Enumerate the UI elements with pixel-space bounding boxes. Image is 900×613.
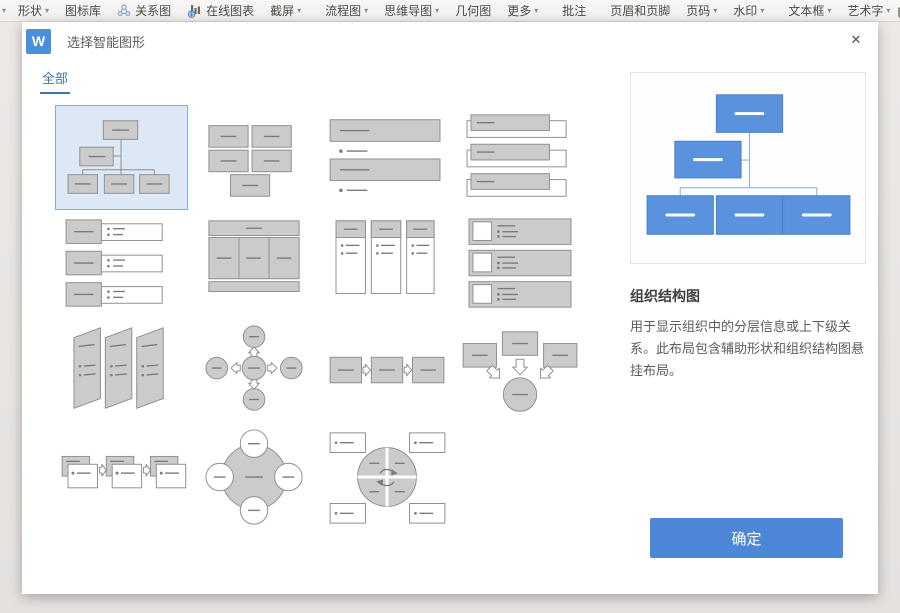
dropdown-caret-icon: ▾	[297, 5, 302, 15]
toolbar-item-screenshot[interactable]: 截屏 ▾	[262, 0, 309, 22]
thumbnail-slanted-panel-list[interactable]	[55, 319, 188, 424]
preview-description: 用于显示组织中的分层信息或上下级关系。此布局包含辅助形状和组织结构图悬挂布局。	[630, 319, 865, 379]
thumbnail-column-list[interactable]	[321, 212, 454, 317]
toolbar-item-watermark[interactable]: 水印 ▾	[725, 0, 772, 22]
dropdown-caret-icon: ▾	[886, 5, 891, 15]
smartart-dialog: W 选择智能图形 ✕ 全部	[22, 22, 878, 594]
thumbnail-basic-process[interactable]	[321, 319, 454, 424]
toolbar-item-geometry[interactable]: 几何图	[447, 0, 499, 22]
pages-icon[interactable]	[898, 4, 900, 18]
toolbar-item-comment[interactable]: 批注	[554, 0, 594, 22]
toolbar-item-label: 关系图	[135, 4, 172, 18]
toolbar-item-label: 文本框	[788, 4, 825, 18]
thumbnail-quadrant-cycle[interactable]	[321, 426, 454, 531]
ribbon-toolbar: ▾ 形状 ▾ 图标库 关系图 在线图表 截屏 ▾ 流程图 ▾ 思维导图 ▾ 几何…	[0, 0, 900, 22]
thumbnail-box-grid[interactable]	[188, 105, 321, 210]
toolbar-item-mindmap[interactable]: 思维导图 ▾	[376, 0, 447, 22]
org-chart-preview-graphic	[646, 94, 851, 235]
preview-title: 组织结构图	[630, 288, 700, 304]
toolbar-item-label: 更多	[507, 4, 532, 18]
toolbar-item-label: 图标库	[65, 4, 102, 18]
toolbar-item-label: 页码	[686, 4, 711, 18]
toolbar-item-label: 批注	[562, 4, 587, 18]
wps-logo: W	[26, 28, 51, 54]
toolbar-item-page-number[interactable]: 页码 ▾	[678, 0, 725, 22]
toolbar-item-shapes[interactable]: 形状 ▾	[10, 0, 57, 22]
dropdown-caret-icon: ▾	[435, 5, 440, 15]
thumbnail-table-layout[interactable]	[188, 212, 321, 317]
thumbnail-bulleted-bar-list[interactable]	[321, 105, 454, 210]
dialog-titlebar: W 选择智能图形	[22, 22, 878, 56]
chart-globe-icon	[187, 4, 202, 18]
toolbar-item-relationship-diagram[interactable]: 关系图	[109, 0, 179, 22]
thumbnail-radial-cross[interactable]	[188, 319, 321, 424]
confirm-button[interactable]: 确定	[650, 518, 843, 558]
tab-all[interactable]: 全部	[40, 68, 71, 94]
toolbar-item-label: 水印	[733, 4, 758, 18]
toolbar-item-wordart[interactable]: 艺术字 ▾	[839, 0, 898, 22]
overflow-caret-icon[interactable]: ▾	[2, 6, 7, 15]
thumbnail-organization-chart[interactable]	[55, 105, 188, 210]
thumbnail-hub-satellite[interactable]	[188, 426, 321, 531]
toolbar-item-label: 流程图	[325, 4, 362, 18]
toolbar-item-label: 页眉和页脚	[610, 4, 671, 18]
preview-panel: 组织结构图 用于显示组织中的分层信息或上下级关系。此布局包含辅助形状和组织结构图…	[630, 72, 866, 382]
toolbar-item-icon-library[interactable]: 图标库	[57, 0, 109, 22]
toolbar-item-label: 形状	[18, 4, 43, 18]
layout-grid	[55, 105, 587, 531]
dialog-title: 选择智能图形	[67, 34, 146, 50]
dropdown-caret-icon: ▾	[364, 5, 369, 15]
dropdown-caret-icon: ▾	[45, 5, 50, 15]
dropdown-caret-icon: ▾	[534, 5, 539, 15]
thumbnail-converging-arrows[interactable]	[454, 319, 587, 424]
thumbnail-offset-bar-list[interactable]	[454, 105, 587, 210]
toolbar-item-label: 艺术字	[847, 4, 884, 18]
thumbnail-card-process[interactable]	[55, 426, 188, 531]
preview-thumbnail	[630, 72, 866, 264]
toolbar-item-label: 在线图表	[206, 4, 255, 18]
molecule-icon	[117, 4, 131, 17]
thumbnail-picture-caption-list[interactable]	[454, 212, 587, 317]
dropdown-caret-icon: ▾	[827, 5, 832, 15]
dropdown-caret-icon: ▾	[713, 5, 718, 15]
dropdown-caret-icon: ▾	[760, 5, 765, 15]
toolbar-item-online-charts[interactable]: 在线图表	[179, 0, 262, 22]
toolbar-item-header-footer[interactable]: 页眉和页脚	[602, 0, 678, 22]
toolbar-item-flowchart[interactable]: 流程图 ▾	[317, 0, 376, 22]
toolbar-item-label: 截屏	[270, 4, 295, 18]
toolbar-item-textbox[interactable]: 文本框 ▾	[780, 0, 839, 22]
toolbar-item-label: 几何图	[455, 4, 492, 18]
toolbar-item-label: 思维导图	[384, 4, 433, 18]
toolbar-item-more[interactable]: 更多 ▾	[499, 0, 546, 22]
thumbnail-side-box-list[interactable]	[55, 212, 188, 317]
close-icon[interactable]: ✕	[850, 32, 862, 47]
